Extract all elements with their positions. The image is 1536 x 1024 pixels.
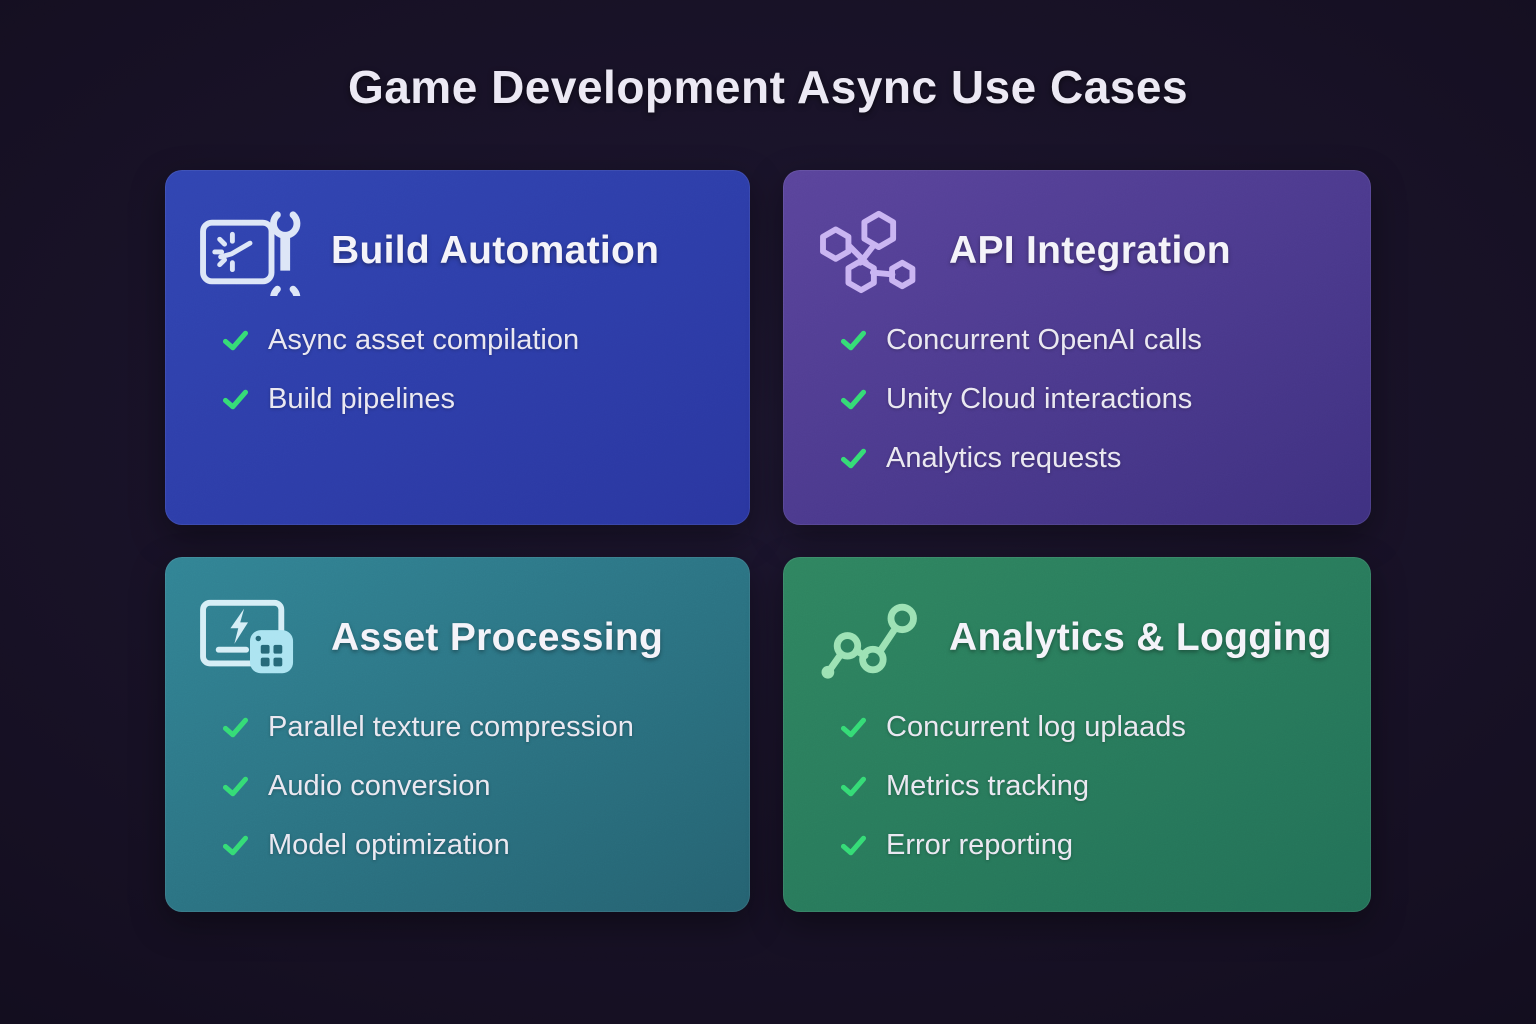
card-header: Asset Processing (165, 557, 750, 683)
list-item: Parallel texture compression (220, 709, 730, 745)
page-title: Game Development Async Use Cases (347, 61, 1189, 113)
feature-list: Parallel texture compression Audio conve… (165, 709, 750, 863)
list-item: Concurrent log uplaads (838, 709, 1351, 745)
list-item-label: Build pipelines (268, 383, 456, 415)
list-item-label: Concurrent log uplaads (886, 711, 1186, 743)
list-item: Error reporting (838, 827, 1351, 863)
list-item: Unity Cloud interactions (838, 381, 1351, 417)
list-item: Metrics tracking (838, 768, 1351, 804)
list-item-label: Unity Cloud interactions (886, 383, 1193, 415)
list-item-label: Concurrent OpenAI calls (886, 324, 1202, 356)
line-chart-nodes-icon (817, 593, 919, 683)
list-item: Build pipelines (220, 381, 730, 417)
feature-list: Concurrent log uplaads Metrics tracking … (783, 709, 1371, 863)
molecule-nodes-icon (817, 206, 919, 296)
card-analytics-logging: Analytics & Logging Concurrent log uplaa… (783, 557, 1371, 912)
feature-list: Async asset compilation Build pipelines (165, 322, 750, 417)
list-item-label: Audio conversion (268, 770, 491, 802)
cards-grid: Build Automation Async asset compilation… (165, 170, 1371, 912)
checkmark-icon (838, 384, 869, 415)
checkmark-icon (838, 443, 869, 474)
list-item-label: Async asset compilation (268, 324, 580, 356)
checkmark-icon (220, 771, 251, 802)
list-item: Async asset compilation (220, 322, 730, 358)
checkmark-icon (838, 830, 869, 861)
list-item-label: Model optimization (268, 829, 510, 861)
checkmark-icon (838, 325, 869, 356)
card-asset-processing: Asset Processing Parallel texture compre… (165, 557, 750, 912)
checkmark-icon (838, 712, 869, 743)
card-title: Build Automation (331, 229, 660, 272)
checkmark-icon (220, 325, 251, 356)
list-item: Concurrent OpenAI calls (838, 322, 1351, 358)
card-title: Analytics & Logging (949, 616, 1332, 659)
card-header: Analytics & Logging (783, 557, 1371, 683)
list-item-label: Parallel texture compression (268, 711, 634, 743)
card-header: API Integration (783, 170, 1371, 296)
checkmark-icon (838, 771, 869, 802)
list-item-label: Error reporting (886, 829, 1073, 861)
card-title: Asset Processing (331, 616, 664, 659)
list-item-label: Analytics requests (886, 442, 1122, 474)
card-header: Build Automation (165, 170, 750, 296)
checkmark-icon (220, 712, 251, 743)
wrench-clock-build-icon (199, 206, 301, 296)
list-item-label: Metrics tracking (886, 770, 1090, 802)
card-build-automation: Build Automation Async asset compilation… (165, 170, 750, 525)
card-api-integration: API Integration Concurrent OpenAI calls … (783, 170, 1371, 525)
media-processing-icon (199, 593, 301, 683)
list-item: Model optimization (220, 827, 730, 863)
list-item: Audio conversion (220, 768, 730, 804)
checkmark-icon (220, 830, 251, 861)
list-item: Analytics requests (838, 440, 1351, 476)
checkmark-icon (220, 384, 251, 415)
card-title: API Integration (949, 229, 1231, 272)
feature-list: Concurrent OpenAI calls Unity Cloud inte… (783, 322, 1371, 476)
